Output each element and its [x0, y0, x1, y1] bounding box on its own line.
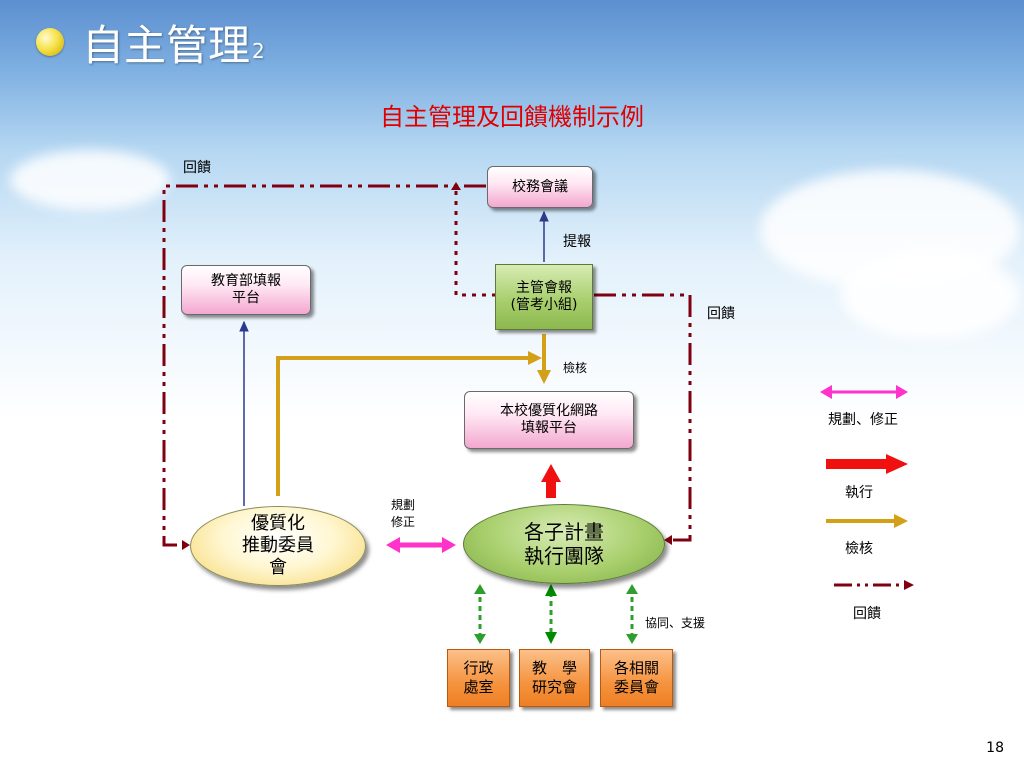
- node-network-platform: 本校優質化網路 填報平台: [464, 391, 634, 449]
- node-supervisor-line1: 主管會報: [516, 280, 572, 296]
- diagram-subtitle: 自主管理及回饋機制示例: [380, 103, 644, 131]
- review-line-committee: [276, 356, 530, 496]
- node-committees-line2: 委員會: [613, 678, 659, 696]
- feedback-line-left: [162, 184, 486, 547]
- title-superscript: 2: [252, 38, 265, 63]
- node-teaching-research: 教 學 研究會: [519, 649, 590, 707]
- legend-gold-head: [894, 514, 908, 528]
- label-review: 檢核: [563, 361, 588, 375]
- node-promotion-committee: 優質化 推動委員 會: [190, 506, 366, 586]
- node-admin-line1: 行政: [463, 659, 494, 677]
- node-teams-line1: 各子計畫: [524, 520, 604, 544]
- node-teams-line2: 執行團隊: [524, 544, 604, 568]
- execute-arrow-shaft: [546, 480, 556, 498]
- node-admin-line2: 處室: [463, 678, 494, 696]
- node-related-committees: 各相關 委員會: [600, 649, 673, 707]
- plan-revise-head-left: [386, 537, 400, 553]
- label-report: 提報: [563, 234, 591, 250]
- label-plan-revise-line1: 規劃: [391, 498, 416, 512]
- feedback-line-supervisor-to-school: [454, 186, 496, 297]
- execute-arrow-head: [541, 464, 561, 482]
- legend-red-head: [886, 454, 908, 474]
- cloud-decoration: [840, 250, 1020, 340]
- node-committees-line1: 各相關: [613, 659, 659, 677]
- legend-execute: 執行: [845, 485, 873, 501]
- legend-feedback-head: [904, 580, 914, 590]
- node-network-platform-line1: 本校優質化網路: [500, 403, 598, 419]
- bullet-icon: [36, 28, 64, 56]
- node-school-meeting-label: 校務會議: [512, 178, 568, 195]
- node-school-meeting: 校務會議: [487, 166, 593, 208]
- feedback-arrowhead-school: [451, 182, 461, 190]
- label-cooperate: 協同、支援: [645, 616, 706, 630]
- feedback-line-right: [594, 293, 692, 542]
- label-feedback-right: 回饋: [707, 306, 735, 322]
- node-moe-platform-line1: 教育部填報: [211, 273, 281, 289]
- page-number: 18: [986, 740, 1004, 756]
- feedback-arrowhead-left: [182, 540, 190, 550]
- node-committee-line1: 優質化: [251, 513, 305, 534]
- label-plan-revise-line2: 修正: [391, 515, 416, 529]
- node-admin-offices: 行政 處室: [447, 649, 510, 707]
- legend-plan-revise: 規劃、修正: [828, 412, 898, 428]
- node-committee-line2: 推動委員: [242, 535, 314, 556]
- node-network-platform-line2: 填報平台: [521, 420, 577, 436]
- legend-red-shaft: [826, 459, 888, 469]
- review-arrowhead-supervisor: [537, 370, 551, 384]
- plan-revise-head-right: [442, 537, 456, 553]
- feedback-arrowhead-right: [664, 535, 672, 545]
- node-execution-teams: 各子計畫 執行團隊: [463, 504, 665, 584]
- node-teaching-line2: 研究會: [531, 678, 577, 696]
- cloud-decoration: [10, 150, 170, 210]
- node-moe-platform-line2: 平台: [232, 290, 260, 306]
- legend-review: 檢核: [845, 541, 873, 557]
- node-teaching-line1: 教 學: [531, 659, 577, 677]
- node-committee-line3: 會: [269, 557, 287, 578]
- review-arrowhead-committee: [528, 351, 542, 365]
- node-supervisor-line2: (管考小組): [510, 297, 578, 313]
- node-moe-platform: 教育部填報 平台: [181, 265, 311, 315]
- legend-feedback: 回饋: [853, 606, 881, 622]
- label-feedback-top: 回饋: [183, 160, 211, 176]
- node-supervisor-meeting: 主管會報 (管考小組): [495, 264, 593, 330]
